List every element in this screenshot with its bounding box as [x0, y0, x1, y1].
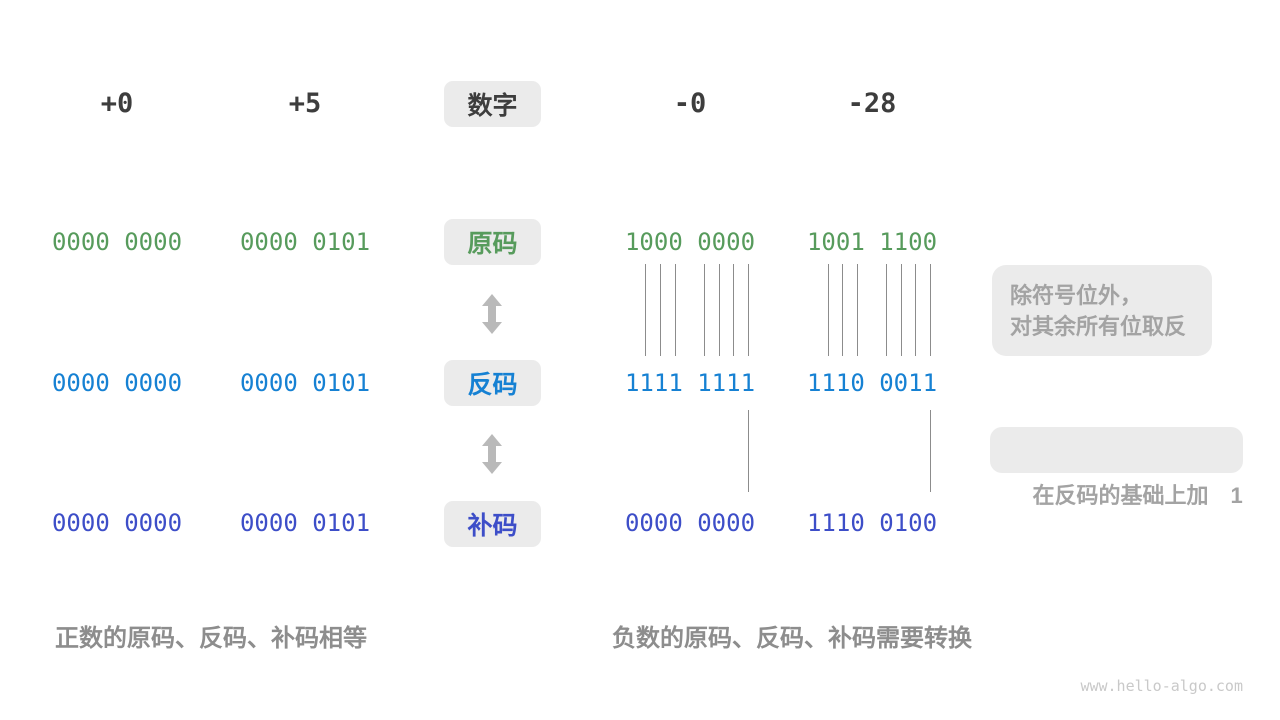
twos-complement-label-box: 补码 — [444, 501, 541, 547]
bit-flip-line — [675, 264, 676, 356]
bit-flip-line — [842, 264, 843, 356]
ones-complement-minus-28: 1110 0011 — [806, 369, 938, 397]
sign-magnitude-label: 原码 — [467, 230, 518, 258]
ones-complement-minus-zero: 1111 1111 — [624, 369, 756, 397]
add-one-note: 在反码的基础上加 1 — [1032, 483, 1243, 508]
watermark: www.hello-algo.com — [1080, 677, 1243, 695]
header-minus-28: -28 — [847, 88, 897, 119]
bit-flip-line — [857, 264, 858, 356]
bit-flip-line — [901, 264, 902, 356]
twos-complement-plus-five: 0000 0101 — [239, 509, 371, 537]
sign-magnitude-plus-five: 0000 0101 — [239, 228, 371, 256]
updown-arrow-icon — [482, 434, 502, 474]
caption-positive: 正数的原码、反码、补码相等 — [55, 625, 367, 652]
add-one-note-box: 在反码的基础上加 1 — [990, 427, 1243, 508]
ones-complement-plus-five: 0000 0101 — [239, 369, 371, 397]
sign-magnitude-label-box: 原码 — [444, 219, 541, 265]
sign-magnitude-plus-zero: 0000 0000 — [51, 228, 183, 256]
bit-flip-line — [930, 264, 931, 356]
bit-flip-line — [645, 264, 646, 356]
bit-flip-line — [828, 264, 829, 356]
bit-flip-line — [886, 264, 887, 356]
bit-flip-line — [733, 264, 734, 356]
flip-note-box: 除符号位外， 对其余所有位取反 — [992, 265, 1212, 356]
bit-flip-line — [660, 264, 661, 356]
digit-label: 数字 — [467, 92, 518, 120]
ones-complement-label-box: 反码 — [444, 360, 541, 406]
twos-complement-plus-zero: 0000 0000 — [51, 509, 183, 537]
flip-note-line2: 对其余所有位取反 — [1010, 314, 1187, 339]
add-one-line — [748, 410, 749, 492]
ones-complement-label: 反码 — [467, 371, 518, 399]
flip-note-line1: 除符号位外， — [1010, 283, 1143, 308]
header-minus-zero: -0 — [673, 88, 707, 119]
twos-complement-label: 补码 — [467, 512, 518, 540]
twos-complement-minus-28: 1110 0100 — [806, 509, 938, 537]
digit-label-box: 数字 — [444, 81, 541, 127]
header-plus-five: +5 — [288, 88, 322, 119]
bit-flip-line — [915, 264, 916, 356]
header-plus-zero: +0 — [100, 88, 134, 119]
bit-flip-line — [704, 264, 705, 356]
bit-flip-line — [719, 264, 720, 356]
sign-magnitude-minus-28: 1001 1100 — [806, 228, 938, 256]
ones-complement-plus-zero: 0000 0000 — [51, 369, 183, 397]
caption-negative: 负数的原码、反码、补码需要转换 — [612, 625, 972, 652]
add-one-line — [930, 410, 931, 492]
bit-flip-line — [748, 264, 749, 356]
twos-complement-minus-zero: 0000 0000 — [624, 509, 756, 537]
sign-magnitude-minus-zero: 1000 0000 — [624, 228, 756, 256]
updown-arrow-icon — [482, 294, 502, 334]
